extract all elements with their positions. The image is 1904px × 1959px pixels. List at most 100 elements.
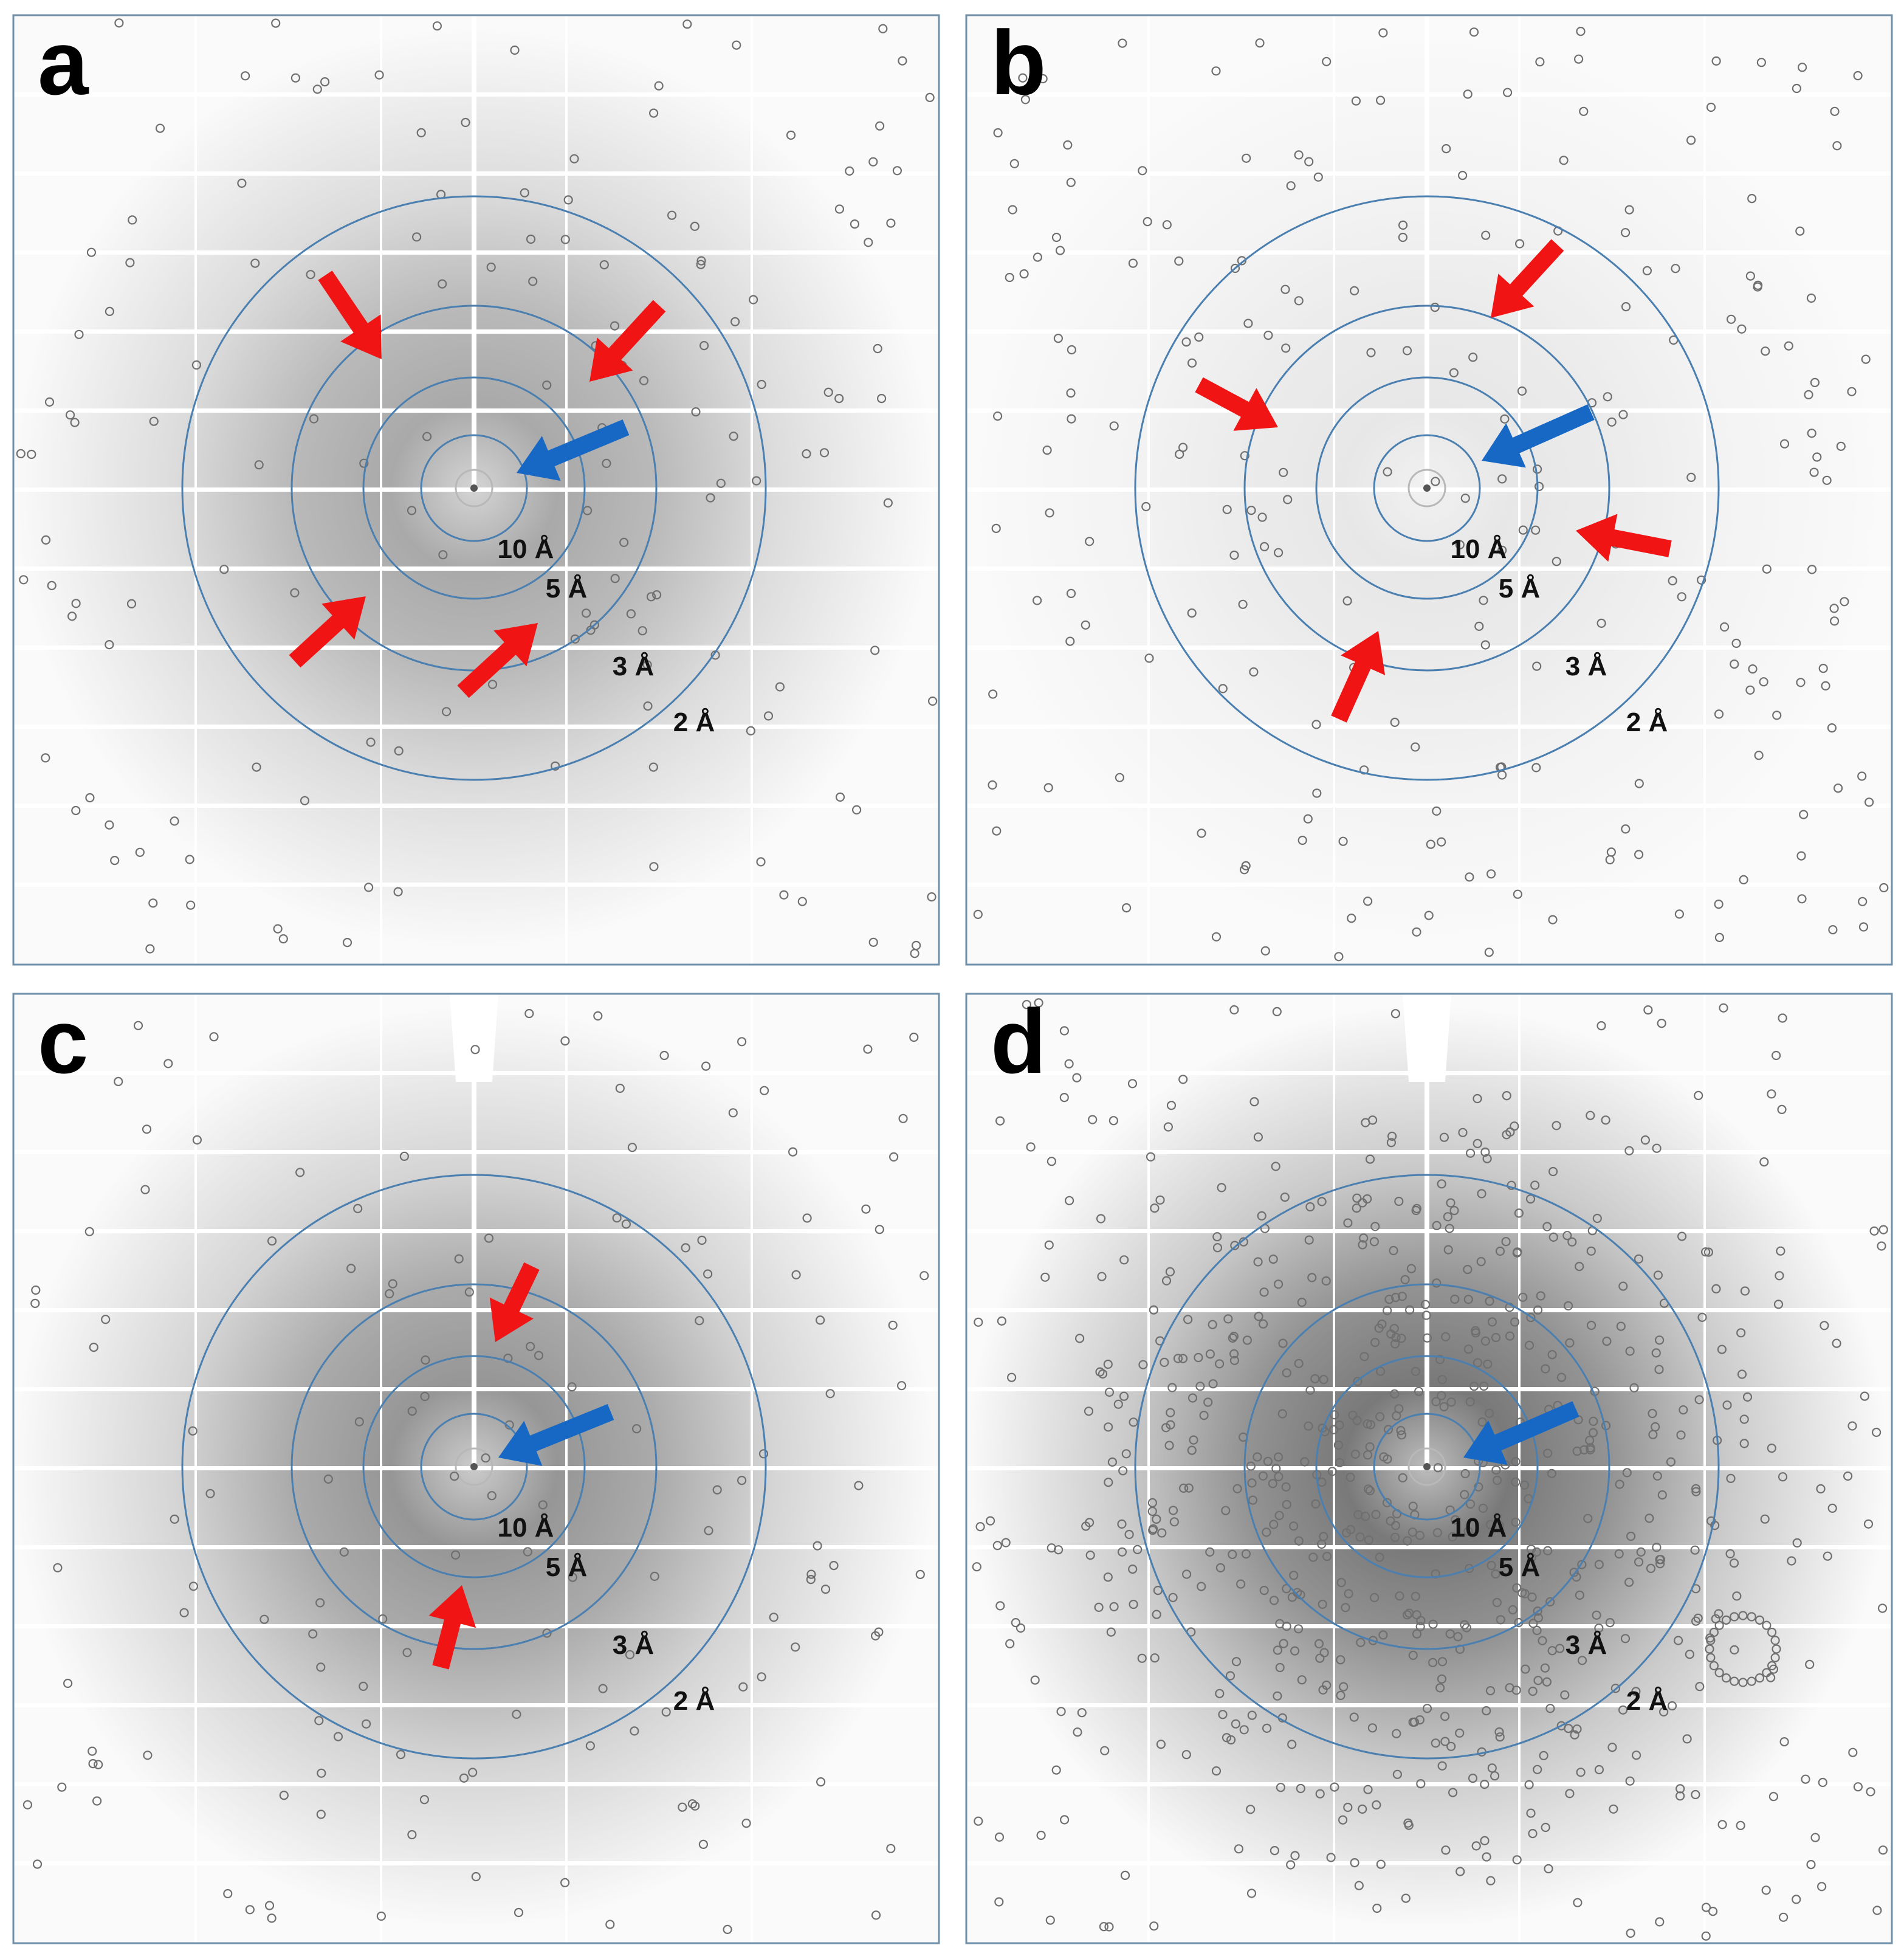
- spot-marker: [1479, 1381, 1489, 1391]
- spot-marker: [1208, 1379, 1218, 1389]
- spot-marker: [1773, 1300, 1784, 1309]
- spot-marker: [1585, 1436, 1595, 1445]
- spot-marker: [791, 1270, 801, 1279]
- spot-marker: [892, 166, 902, 176]
- spot-marker: [1294, 296, 1304, 306]
- spot-marker: [974, 1816, 983, 1826]
- spot-marker: [759, 1086, 769, 1095]
- spot-marker: [396, 1750, 406, 1760]
- spot-marker: [1197, 1582, 1206, 1591]
- spot-marker: [1361, 1118, 1370, 1128]
- spot-marker: [927, 696, 938, 706]
- spot-marker: [1731, 638, 1741, 649]
- spot-marker: [1229, 1355, 1240, 1365]
- spot-marker: [308, 1629, 318, 1639]
- spot-marker: [1714, 1620, 1724, 1630]
- spot-marker: [1729, 1558, 1739, 1568]
- spot-marker: [1246, 1805, 1256, 1814]
- spot-marker: [1695, 1682, 1705, 1692]
- spot-marker: [1616, 1321, 1626, 1331]
- spot-marker: [1363, 1484, 1373, 1494]
- spot-marker: [1473, 1093, 1482, 1104]
- spot-marker: [1231, 1657, 1242, 1667]
- spot-marker: [1567, 1237, 1577, 1247]
- spot-marker: [1383, 467, 1392, 477]
- spot-marker: [1282, 1368, 1291, 1378]
- spot-marker: [1767, 1627, 1777, 1637]
- spot-marker: [1253, 1132, 1263, 1142]
- spot-marker: [1236, 1579, 1246, 1589]
- spot-marker: [1330, 1782, 1339, 1792]
- spot-marker: [1344, 1589, 1353, 1599]
- spot-marker: [323, 1474, 333, 1484]
- spot-marker: [1051, 1765, 1061, 1775]
- spot-marker: [1694, 1090, 1703, 1101]
- spot-marker: [1286, 181, 1296, 191]
- spot-marker: [1602, 1337, 1612, 1346]
- spot-marker: [1827, 723, 1837, 733]
- spot-marker: [1376, 95, 1386, 105]
- spot-marker: [1626, 1531, 1636, 1541]
- spot-marker: [1795, 226, 1805, 236]
- spot-marker: [1747, 1676, 1756, 1686]
- red-arrow: [289, 596, 366, 668]
- spot-marker: [1161, 1423, 1171, 1433]
- spot-marker: [245, 1905, 255, 1915]
- spot-marker: [1249, 667, 1259, 677]
- spot-marker: [1121, 1449, 1131, 1459]
- spot-marker: [1290, 1851, 1300, 1861]
- spot-marker: [1416, 1779, 1426, 1789]
- spot-marker: [1502, 1090, 1511, 1101]
- beamstop-arm: [1425, 994, 1429, 1467]
- spot-marker: [1402, 346, 1412, 356]
- spot-marker: [1422, 1704, 1432, 1713]
- spot-marker: [1229, 1349, 1239, 1358]
- spot-marker: [1378, 28, 1388, 38]
- spot-marker: [170, 816, 179, 826]
- spot-marker: [1740, 1286, 1750, 1296]
- spot-marker: [1412, 1629, 1422, 1639]
- spot-marker: [878, 24, 888, 33]
- spot-marker: [1161, 1276, 1172, 1286]
- spot-marker: [1437, 837, 1446, 847]
- spot-marker: [1392, 1411, 1401, 1420]
- spot-marker: [1397, 1430, 1406, 1440]
- spot-marker: [1411, 742, 1420, 752]
- red-arrow: [1491, 239, 1564, 318]
- spot-marker: [1032, 596, 1042, 605]
- spot-marker: [1020, 95, 1031, 105]
- spot-marker: [1363, 1419, 1372, 1429]
- spot-marker: [706, 493, 715, 503]
- spot-marker: [1396, 1426, 1406, 1436]
- spot-marker: [1533, 1613, 1543, 1623]
- spot-marker: [1721, 1615, 1731, 1625]
- spot-marker: [1262, 1723, 1272, 1733]
- spot-marker: [816, 1777, 826, 1787]
- spot-marker: [1359, 1233, 1369, 1243]
- spot-marker: [1801, 1774, 1810, 1784]
- spot-marker: [1317, 1539, 1327, 1549]
- spot-marker: [461, 117, 470, 128]
- spot-marker: [1714, 899, 1724, 909]
- spot-marker: [1618, 1281, 1628, 1291]
- spot-marker: [19, 575, 29, 585]
- spot-marker: [1575, 1262, 1584, 1272]
- spot-marker: [1274, 548, 1284, 557]
- spot-marker: [1359, 1352, 1369, 1362]
- red-arrow: [428, 1585, 476, 1670]
- spot-marker: [974, 1317, 983, 1327]
- spot-marker: [1249, 1097, 1259, 1107]
- spot-marker: [1556, 1372, 1566, 1382]
- spot-marker: [1511, 1477, 1521, 1487]
- spot-marker: [1652, 1143, 1662, 1153]
- spot-marker: [290, 588, 300, 597]
- spot-marker: [598, 1684, 608, 1693]
- spot-marker: [1415, 1530, 1425, 1540]
- spot-marker: [278, 934, 288, 944]
- spot-marker: [1367, 1723, 1377, 1733]
- resolution-ring: [1373, 434, 1481, 542]
- spot-marker: [1536, 1291, 1545, 1301]
- spot-marker: [820, 1585, 831, 1594]
- spot-marker: [1484, 948, 1494, 957]
- spot-marker: [1398, 232, 1407, 243]
